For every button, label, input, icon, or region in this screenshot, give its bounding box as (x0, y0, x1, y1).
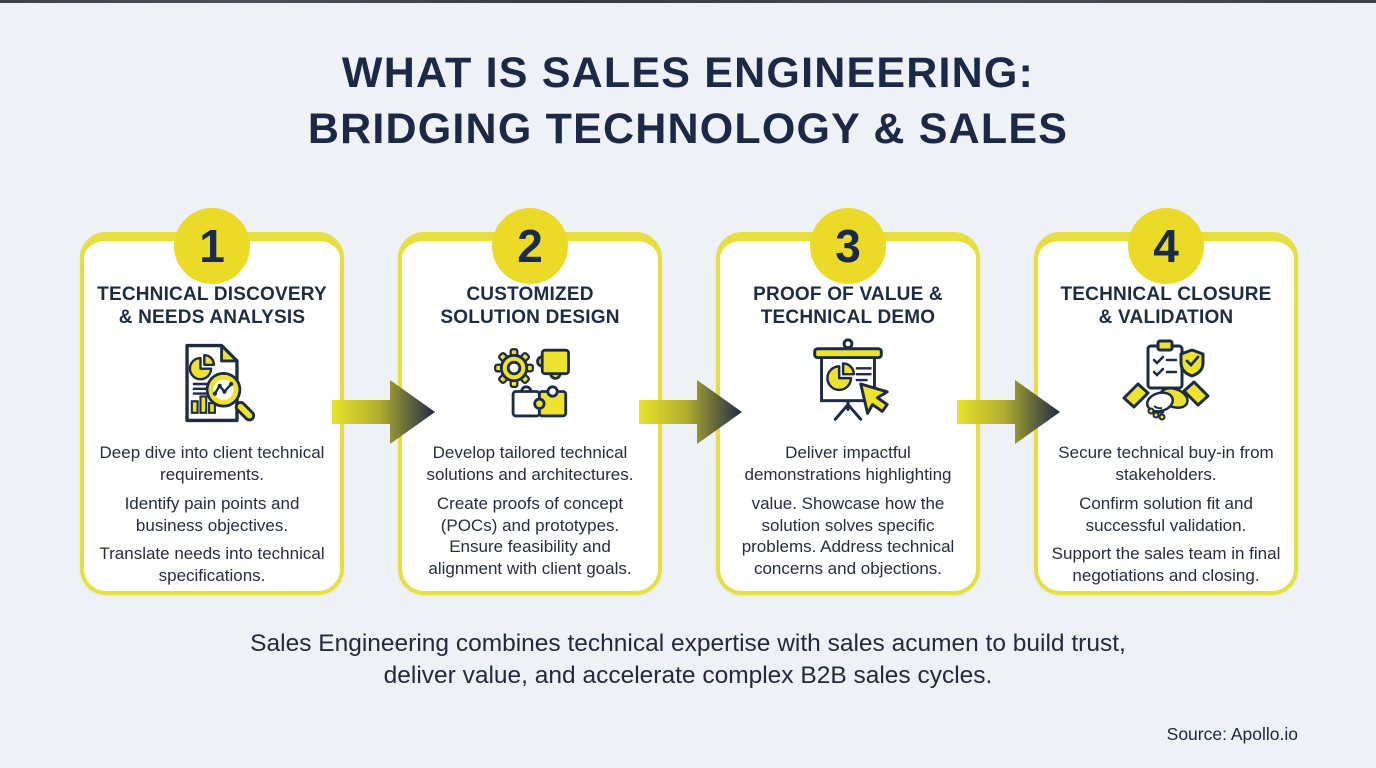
step-number-badge: 1 (174, 208, 250, 284)
step-title: CUSTOMIZED SOLUTION DESIGN (402, 283, 658, 329)
step-paragraph: Confirm solution fit and successful vali… (1079, 493, 1253, 535)
step-title-line-2: TECHNICAL DEMO (760, 307, 936, 329)
step-number: 2 (517, 220, 543, 272)
step-number: 3 (835, 220, 861, 272)
step-card-technical-discovery: 1 TECHNICAL DISCOVERY & NEEDS ANALYSIS D… (80, 208, 344, 595)
presentation-demo-icon (813, 338, 889, 422)
step-paragraph: Identify pain points and business object… (124, 493, 300, 535)
step-paragraph: Create proofs of concept (POCs) and prot… (428, 493, 632, 579)
step-title-line-1: TECHNICAL DISCOVERY (97, 284, 327, 305)
step-description: Secure technical buy-in from stakeholder… (1038, 442, 1294, 587)
step-title-line-2: & NEEDS ANALYSIS (118, 307, 306, 329)
step-card-proof-of-value: 3 PROOF OF VALUE & TECHNICAL DEMO Delive… (716, 208, 980, 595)
step-description: Develop tailored technical solutions and… (402, 442, 658, 580)
step-description: Deliver impactful demonstrations highlig… (720, 442, 976, 580)
step-paragraph: value. Showcase how the solution solves … (741, 493, 955, 579)
step-number: 4 (1153, 220, 1179, 272)
step-paragraph: Deep dive into client technical requirem… (99, 443, 325, 485)
step-title-line-2: SOLUTION DESIGN (440, 307, 620, 329)
summary-line-1: Sales Engineering combines technical exp… (250, 630, 1126, 657)
step-title-line-1: PROOF OF VALUE & (753, 284, 943, 305)
step-title: PROOF OF VALUE & TECHNICAL DEMO (720, 283, 976, 329)
flow-arrow-icon (332, 380, 435, 444)
step-icon-wrap (720, 333, 976, 435)
step-title: TECHNICAL CLOSURE & VALIDATION (1038, 283, 1294, 329)
step-number-badge: 2 (492, 208, 568, 284)
gear-puzzle-icon (494, 348, 570, 418)
step-icon-wrap (84, 333, 340, 435)
step-number: 1 (199, 220, 225, 272)
step-paragraph: Secure technical buy-in from stakeholder… (1058, 443, 1274, 485)
page-title: WHAT IS SALES ENGINEERING: BRIDGING TECH… (0, 46, 1376, 158)
handshake-validation-icon (1122, 339, 1210, 421)
step-paragraph: Support the sales team in final negotiat… (1051, 544, 1281, 586)
summary-text: Sales Engineering combines technical exp… (0, 628, 1376, 692)
document-analysis-icon (185, 344, 256, 423)
page-title-line-2: BRIDGING TECHNOLOGY & SALES (307, 104, 1069, 153)
step-title-line-1: TECHNICAL CLOSURE (1060, 284, 1272, 305)
step-paragraph: Develop tailored technical solutions and… (426, 443, 634, 485)
step-paragraph: Deliver impactful demonstrations highlig… (744, 443, 952, 485)
step-icon-wrap (402, 333, 658, 435)
flow-arrow-icon (957, 380, 1060, 444)
step-icon-wrap (1038, 333, 1294, 435)
step-title-line-1: CUSTOMIZED (466, 284, 594, 305)
step-paragraph: Translate needs into technical specifica… (99, 544, 325, 586)
source-attribution: Source: Apollo.io (1166, 724, 1298, 744)
step-number-badge: 4 (1128, 208, 1204, 284)
summary-line-2: deliver value, and accelerate complex B2… (383, 661, 993, 689)
flow-arrow-icon (639, 380, 742, 444)
top-edge-artifact (0, 0, 1376, 3)
step-card-customized-solution: 2 CUSTOMIZED SOLUTION DESIGN (398, 208, 662, 595)
step-title-line-2: & VALIDATION (1098, 307, 1234, 329)
step-number-badge: 3 (810, 208, 886, 284)
step-title: TECHNICAL DISCOVERY & NEEDS ANALYSIS (84, 283, 340, 329)
step-description: Deep dive into client technical requirem… (84, 442, 340, 587)
step-card-technical-closure: 4 TECHNICAL CLOSURE & VALIDATION Secure … (1034, 208, 1298, 595)
page-title-line-1: WHAT IS SALES ENGINEERING: (341, 49, 1035, 97)
